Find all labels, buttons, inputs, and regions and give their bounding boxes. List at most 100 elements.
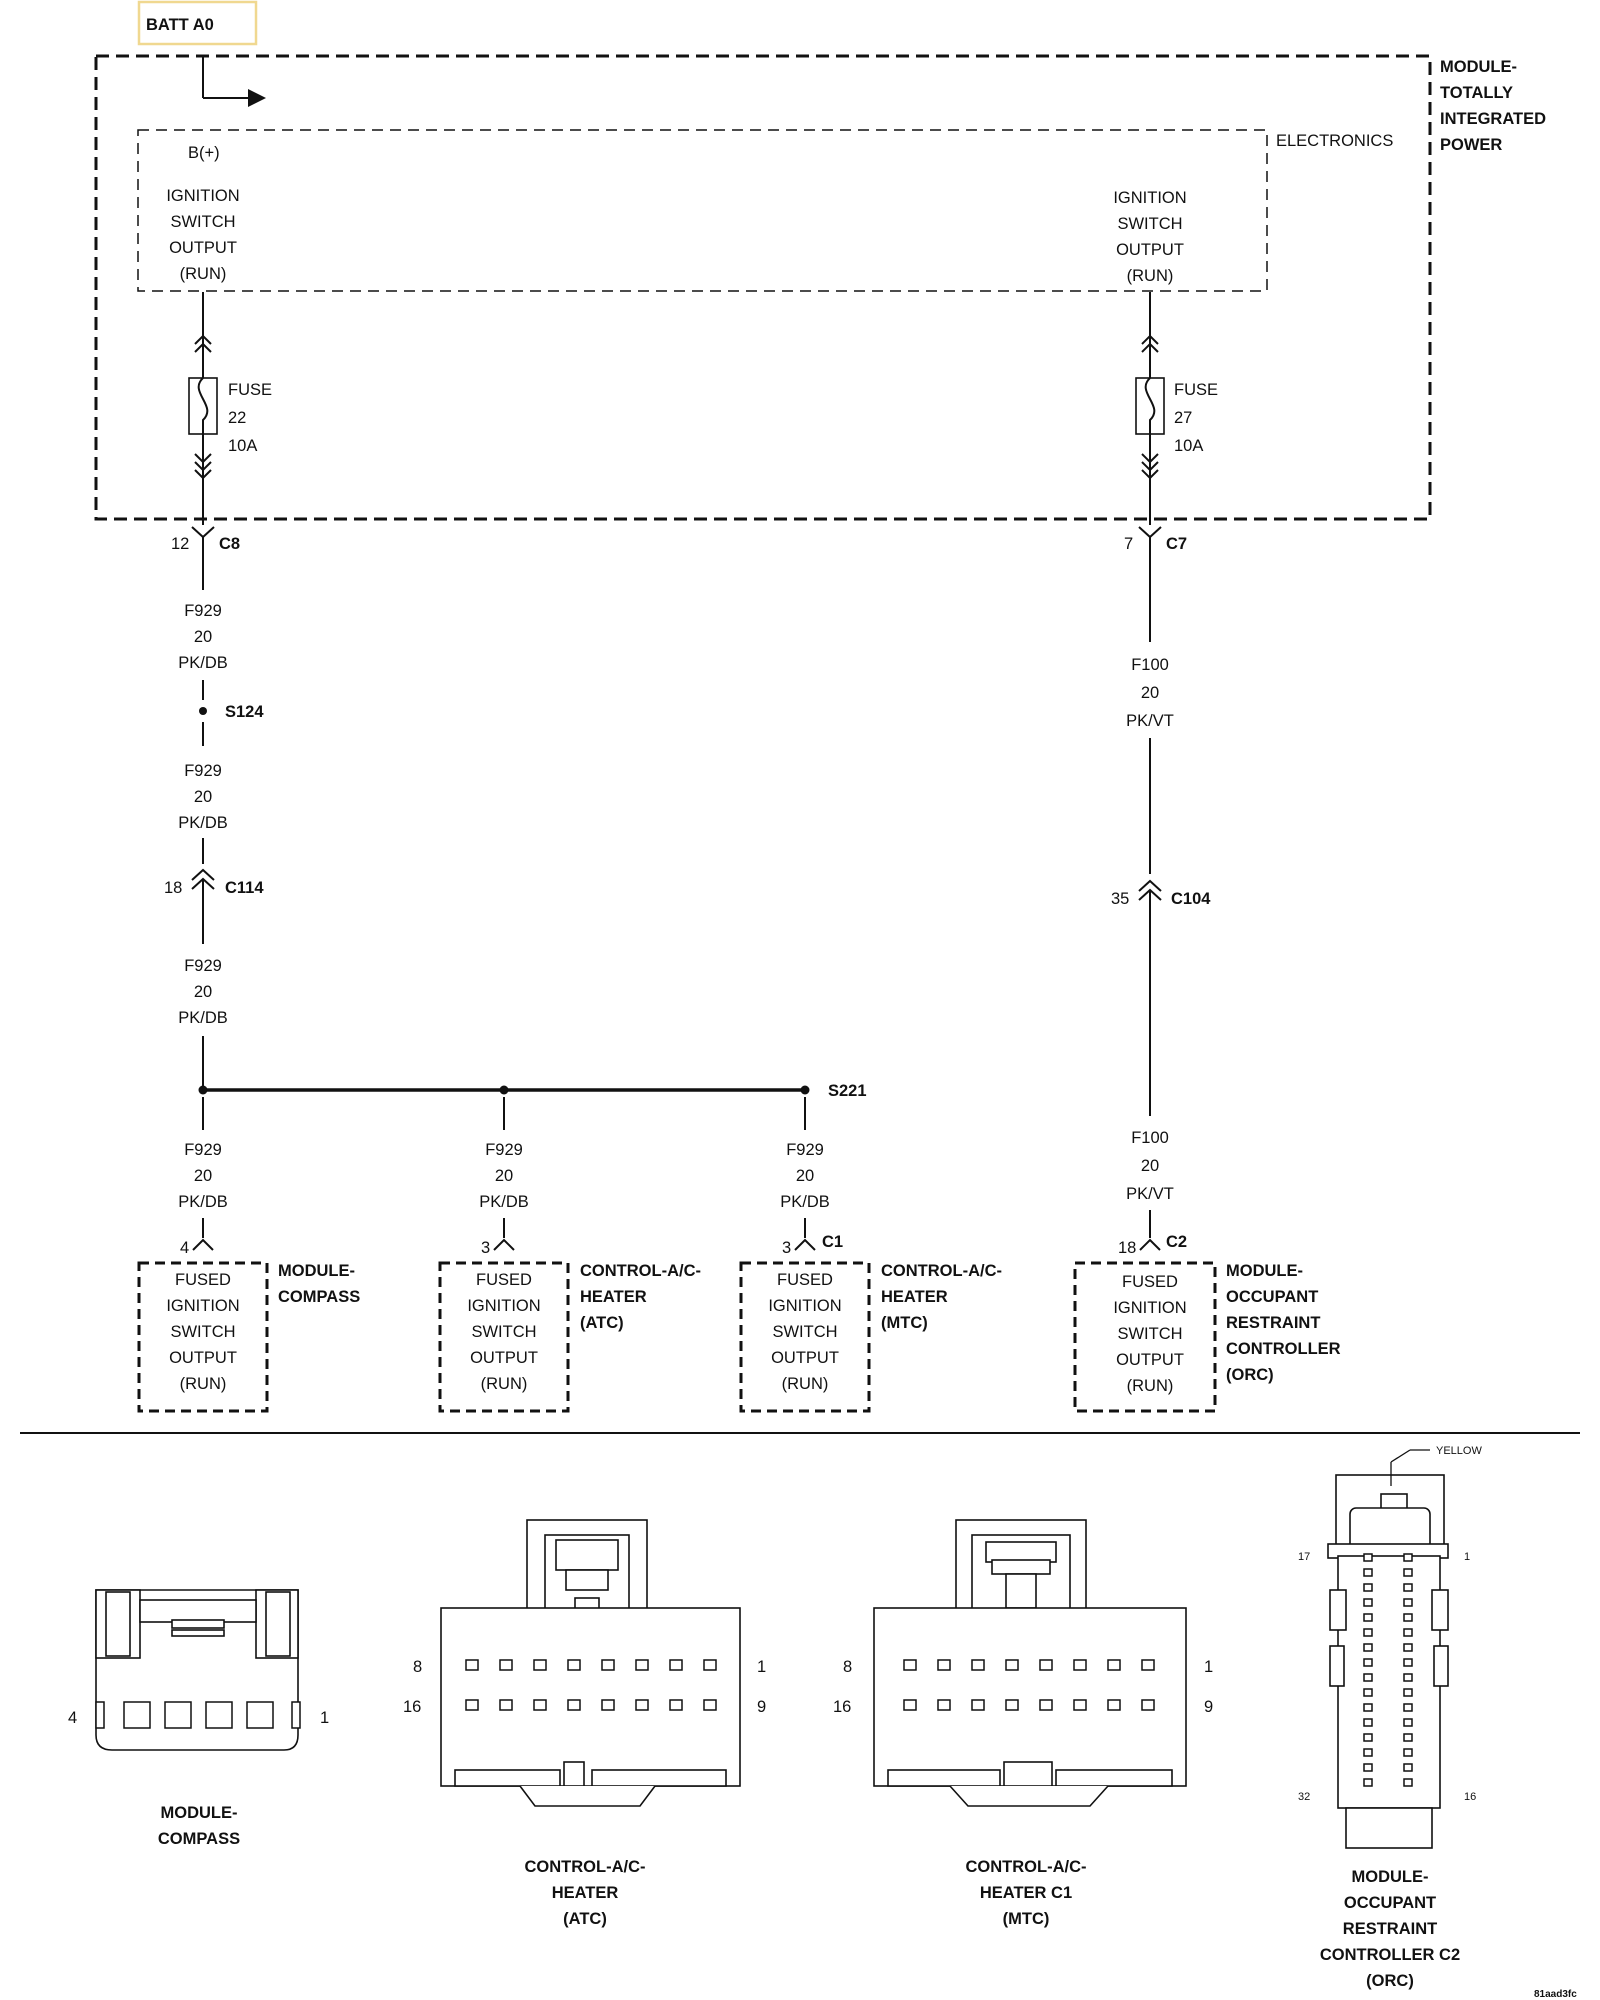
c8-name: C8 bbox=[219, 535, 240, 553]
svg-text:CONTROLLER C2: CONTROLLER C2 bbox=[1320, 1946, 1460, 1964]
svg-text:FUSE: FUSE bbox=[1174, 381, 1218, 399]
svg-text:F929: F929 bbox=[485, 1141, 523, 1159]
orc-connector-name: C2 bbox=[1166, 1233, 1187, 1251]
svg-text:F929: F929 bbox=[184, 762, 222, 780]
orc-pin-cavity bbox=[1403, 1613, 1413, 1622]
fuse-22-out-connector-icon bbox=[194, 453, 212, 480]
compass-view-pin-right: 1 bbox=[320, 1709, 329, 1727]
c114-connector-icon bbox=[191, 868, 215, 890]
mtc-connector-name: C1 bbox=[822, 1233, 843, 1251]
orc-pin-cavity bbox=[1403, 1553, 1413, 1562]
svg-text:MODULE-: MODULE- bbox=[1352, 1868, 1429, 1886]
svg-text:OUTPUT: OUTPUT bbox=[169, 239, 237, 257]
svg-text:INTEGRATED: INTEGRATED bbox=[1440, 110, 1546, 128]
fuse-22-icon bbox=[188, 377, 218, 435]
svg-text:20: 20 bbox=[495, 1167, 513, 1185]
orc-pin-cavity bbox=[1363, 1748, 1373, 1757]
svg-text:IGNITION: IGNITION bbox=[768, 1297, 841, 1315]
orc-pin-cavity bbox=[1403, 1628, 1413, 1637]
f929-wire-label-compass: F929 20 PK/DB bbox=[178, 1141, 228, 1211]
svg-text:PK/VT: PK/VT bbox=[1126, 712, 1174, 730]
atc-view-pin-16: 16 bbox=[403, 1698, 421, 1716]
svg-text:OUTPUT: OUTPUT bbox=[470, 1349, 538, 1367]
atc-view-pin-9: 9 bbox=[757, 1698, 766, 1716]
svg-text:(MTC): (MTC) bbox=[881, 1314, 928, 1332]
mtc-name-label: CONTROL-A/C- HEATER (MTC) bbox=[881, 1262, 1002, 1332]
left-ignition-output-label: IGNITION SWITCH OUTPUT (RUN) bbox=[166, 187, 239, 283]
orc-connector-pins bbox=[1363, 1553, 1413, 1787]
svg-text:20: 20 bbox=[194, 628, 212, 646]
svg-text:27: 27 bbox=[1174, 409, 1192, 427]
svg-text:SWITCH: SWITCH bbox=[1117, 215, 1182, 233]
atc-input-connector-icon bbox=[493, 1238, 515, 1251]
compass-input-label: FUSED IGNITION SWITCH OUTPUT (RUN) bbox=[166, 1271, 239, 1393]
compass-input-connector-icon bbox=[192, 1238, 214, 1251]
svg-text:(MTC): (MTC) bbox=[1003, 1910, 1050, 1928]
c114-pin: 18 bbox=[164, 879, 182, 897]
fuse-22-label: FUSE 22 10A bbox=[228, 381, 272, 455]
svg-text:SWITCH: SWITCH bbox=[772, 1323, 837, 1341]
orc-pin-cavity bbox=[1403, 1778, 1413, 1787]
f929-wire-label-2: F929 20 PK/DB bbox=[178, 762, 228, 832]
svg-text:(RUN): (RUN) bbox=[481, 1375, 528, 1393]
svg-text:(ORC): (ORC) bbox=[1366, 1972, 1414, 1990]
svg-text:OCCUPANT: OCCUPANT bbox=[1344, 1894, 1436, 1912]
orc-pin-cavity bbox=[1403, 1688, 1413, 1697]
orc-pin-cavity bbox=[1363, 1628, 1373, 1637]
orc-pin-cavity bbox=[1403, 1568, 1413, 1577]
svg-text:IGNITION: IGNITION bbox=[166, 1297, 239, 1315]
f929-wire-label-3: F929 20 PK/DB bbox=[178, 957, 228, 1027]
fuse-27-in-connector-icon bbox=[1141, 334, 1159, 353]
orc-connector-face bbox=[1327, 1474, 1449, 1849]
s221-label: S221 bbox=[828, 1082, 867, 1100]
svg-text:PK/DB: PK/DB bbox=[178, 654, 228, 672]
bus-node-left bbox=[198, 1085, 208, 1095]
orc-pin-cavity bbox=[1363, 1598, 1373, 1607]
orc-pin-cavity bbox=[1363, 1583, 1373, 1592]
orc-pin-cavity bbox=[1403, 1763, 1413, 1772]
svg-text:MODULE-: MODULE- bbox=[161, 1804, 238, 1822]
atc-name-label: CONTROL-A/C- HEATER (ATC) bbox=[580, 1262, 701, 1332]
mtc-view-pin-1: 1 bbox=[1204, 1658, 1213, 1676]
svg-text:PK/DB: PK/DB bbox=[178, 1009, 228, 1027]
svg-text:SWITCH: SWITCH bbox=[170, 1323, 235, 1341]
svg-text:SWITCH: SWITCH bbox=[471, 1323, 536, 1341]
svg-text:(ATC): (ATC) bbox=[580, 1314, 624, 1332]
svg-text:MODULE-: MODULE- bbox=[1226, 1262, 1303, 1280]
orc-pin-cavity bbox=[1403, 1703, 1413, 1712]
svg-text:20: 20 bbox=[194, 1167, 212, 1185]
orc-load-box bbox=[1073, 1261, 1217, 1413]
svg-text:(RUN): (RUN) bbox=[180, 265, 227, 283]
svg-text:CONTROL-A/C-: CONTROL-A/C- bbox=[580, 1262, 701, 1280]
svg-text:CONTROLLER: CONTROLLER bbox=[1226, 1340, 1341, 1358]
orc-pin-cavity bbox=[1363, 1763, 1373, 1772]
batt-a0-box bbox=[137, 0, 258, 46]
svg-text:F929: F929 bbox=[184, 1141, 222, 1159]
atc-pin: 3 bbox=[481, 1239, 490, 1257]
tipm-module-boundary bbox=[94, 54, 1432, 521]
mtc-view-pin-9: 9 bbox=[1204, 1698, 1213, 1716]
orc-pin-cavity bbox=[1403, 1748, 1413, 1757]
orc-color-note: YELLOW bbox=[1436, 1445, 1482, 1457]
svg-text:F929: F929 bbox=[184, 602, 222, 620]
c114-name: C114 bbox=[225, 879, 264, 897]
mtc-view-caption: CONTROL-A/C- HEATER C1 (MTC) bbox=[966, 1858, 1087, 1928]
svg-text:20: 20 bbox=[1141, 684, 1159, 702]
orc-pin-cavity bbox=[1403, 1598, 1413, 1607]
svg-text:COMPASS: COMPASS bbox=[278, 1288, 360, 1306]
s221-splice-dot bbox=[800, 1085, 810, 1095]
svg-text:IGNITION: IGNITION bbox=[166, 187, 239, 205]
svg-text:10A: 10A bbox=[228, 437, 257, 455]
svg-text:MODULE-: MODULE- bbox=[1440, 58, 1517, 76]
svg-text:10A: 10A bbox=[1174, 437, 1203, 455]
atc-view-caption: CONTROL-A/C- HEATER (ATC) bbox=[525, 1858, 646, 1928]
svg-text:(ORC): (ORC) bbox=[1226, 1366, 1274, 1384]
svg-text:F929: F929 bbox=[786, 1141, 824, 1159]
svg-text:POWER: POWER bbox=[1440, 136, 1502, 154]
f929-wire-label-1: F929 20 PK/DB bbox=[178, 602, 228, 672]
c8-connector-icon bbox=[191, 526, 215, 539]
orc-pin-cavity bbox=[1363, 1733, 1373, 1742]
orc-pin-cavity bbox=[1363, 1718, 1373, 1727]
svg-text:OUTPUT: OUTPUT bbox=[1116, 241, 1184, 259]
orc-pin-cavity bbox=[1403, 1658, 1413, 1667]
